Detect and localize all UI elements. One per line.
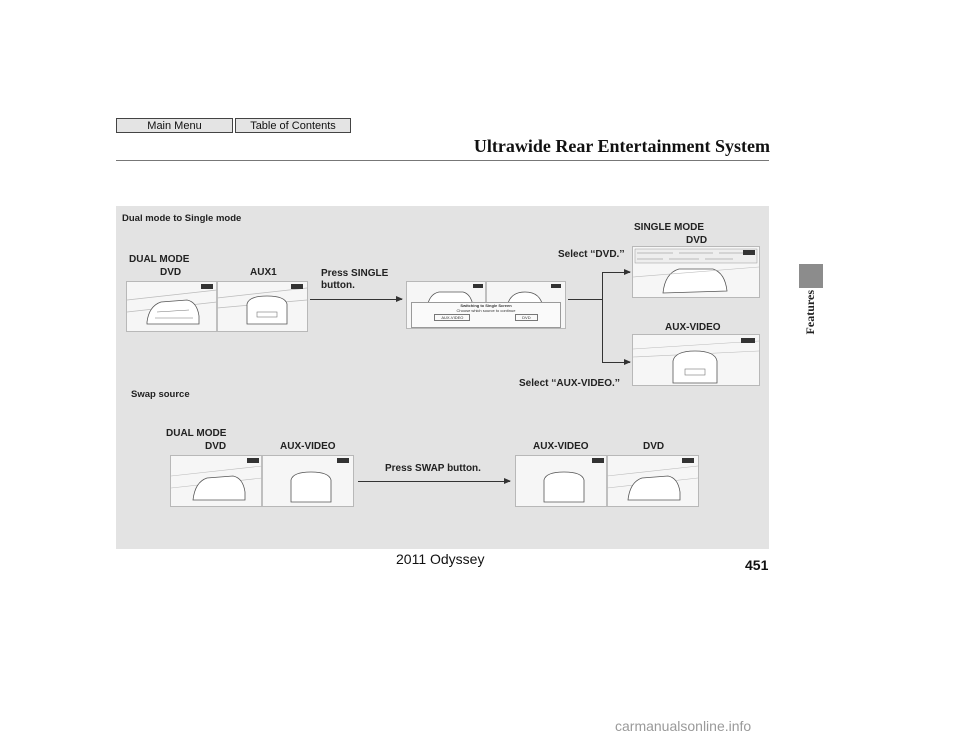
watermark-text: carmanualsonline.info: [615, 718, 752, 734]
dvd-label-left: DVD: [160, 267, 182, 278]
main-menu-button[interactable]: Main Menu: [116, 118, 233, 133]
title-divider: [116, 160, 769, 161]
single-screen-dvd: [632, 246, 760, 298]
select-dvd-label: Select ‘‘DVD.’’: [558, 249, 625, 260]
dialog-option-aux-video[interactable]: AUX-VIDEO: [434, 314, 471, 321]
table-of-contents-button[interactable]: Table of Contents: [235, 118, 351, 133]
footer-model: 2011 Odyssey: [396, 551, 485, 567]
dual-screen-aux-video-dvd: [515, 455, 699, 507]
dialog-option-dvd[interactable]: DVD: [515, 314, 538, 321]
dual-mode-label-2: DUAL MODE: [166, 428, 227, 439]
press-single-label-2: button.: [321, 280, 355, 291]
aux-video-label-swap: AUX-VIDEO: [280, 441, 336, 452]
aux-video-label-swapped: AUX-VIDEO: [533, 441, 589, 452]
single-mode-label: SINGLE MODE: [634, 222, 705, 233]
branch-vertical: [602, 272, 603, 362]
single-screen-aux-video: [632, 334, 760, 386]
dual-screen-dvd-aux1: [126, 281, 308, 332]
section-heading-swap-source: Swap source: [131, 389, 190, 400]
page-title: Ultrawide Rear Entertainment System: [473, 136, 770, 156]
dual-mode-label: DUAL MODE: [129, 254, 190, 265]
select-aux-video-label: Select ‘‘AUX-VIDEO.’’: [519, 378, 620, 389]
dual-screen-dvd-aux-video: [170, 455, 354, 507]
dialog-prompt: Choose which source to continue: [456, 308, 516, 313]
press-swap-label: Press SWAP button.: [385, 463, 481, 474]
section-heading-dual-to-single: Dual mode to Single mode: [122, 213, 242, 224]
section-tab-marker: [799, 264, 823, 288]
arrow-to-single-dvd: [602, 269, 631, 275]
arrow-to-single-aux: [602, 359, 631, 365]
dialog-title: Switching to Single Screen: [460, 303, 512, 308]
section-tab-label: Features: [803, 290, 817, 335]
switch-source-dialog: Switching to Single Screen Choose which …: [411, 302, 561, 328]
single-dvd-label: DVD: [686, 235, 708, 246]
arrow-to-dialog: [310, 296, 403, 302]
page-number: 451: [745, 557, 769, 573]
switching-dialog-screen: Switching to Single Screen Choose which …: [406, 281, 566, 329]
aux1-label: AUX1: [250, 267, 277, 278]
arrow-swap: [358, 478, 511, 484]
dvd-label-swapped: DVD: [643, 441, 665, 452]
press-single-label: Press SINGLE: [321, 268, 389, 279]
aux-video-label-single: AUX-VIDEO: [665, 322, 721, 333]
branch-connector: [568, 299, 602, 300]
dvd-label-swap: DVD: [205, 441, 227, 452]
